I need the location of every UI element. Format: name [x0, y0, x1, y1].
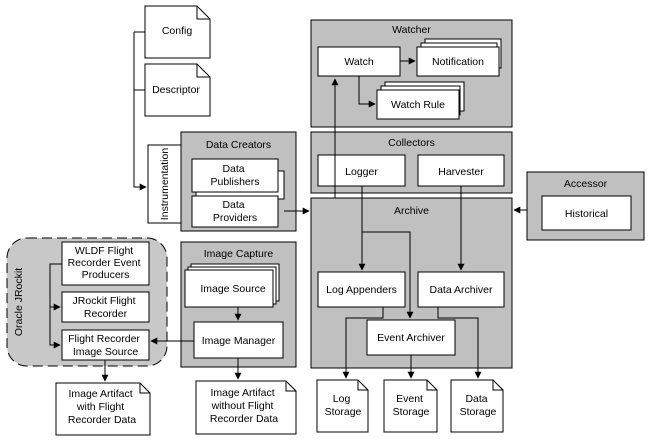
oracle-jrockit-title: Oracle JRockit — [13, 268, 25, 336]
watch-to-watch-rule-arrow — [358, 76, 376, 108]
data-creators-title: Data Creators — [206, 139, 271, 151]
jrockit-recorder-box: JRockit Flight Recorder — [61, 291, 150, 323]
data-providers-box: Data Providers — [191, 195, 279, 228]
wldf-producers-label: WLDF Flight Recorder Event Producers — [68, 245, 144, 281]
connectors — [49, 31, 527, 382]
event-archiver-box: Event Archiver — [366, 319, 456, 356]
data-publishers-box: Data Publishers — [191, 158, 285, 200]
instrumentation-label: Instrumentation — [159, 148, 171, 221]
instrumentation-box: Instrumentation — [147, 144, 182, 224]
watch-label: Watch — [344, 56, 374, 68]
fr-image-source-box: Flight Recorder Image Source — [61, 329, 150, 361]
config-label: Config — [162, 25, 193, 37]
descriptor-label: Descriptor — [152, 84, 200, 96]
log-appenders-label: Log Appenders — [326, 284, 397, 296]
fr-image-source-label: Flight Recorder Image Source — [68, 333, 143, 358]
accessor-title: Accessor — [564, 178, 608, 190]
log-appenders-box: Log Appenders — [317, 271, 406, 308]
image-artifact-with-document: Image Artifact with Flight Recorder Data — [55, 382, 151, 436]
historical-box: Historical — [541, 195, 632, 231]
log-storage-document: Log Storage — [316, 379, 369, 433]
data-publishers-label: Data Publishers — [210, 163, 259, 188]
log-storage-label: Log Storage — [325, 393, 362, 418]
watch-rule-label: Watch Rule — [391, 99, 445, 111]
jrockit-recorder-label: JRockit Flight Recorder — [73, 295, 139, 320]
harvester-box: Harvester — [417, 154, 505, 187]
data-storage-label: Data Storage — [460, 393, 497, 418]
image-manager-label: Image Manager — [202, 335, 276, 347]
image-source-box: Image Source — [184, 263, 280, 308]
image-artifact-without-label: Image Artifact without Flight Recorder D… — [210, 387, 278, 425]
image-artifact-without-document: Image Artifact without Flight Recorder D… — [195, 380, 297, 435]
data-archiver-box: Data Archiver — [417, 271, 505, 308]
collectors-title: Collectors — [388, 137, 435, 149]
config-to-instrumentation-arrow — [133, 32, 147, 191]
image-artifact-with-label: Image Artifact with Flight Recorder Data — [68, 388, 136, 426]
logger-label: Logger — [345, 166, 378, 178]
data-archiver-label: Data Archiver — [429, 284, 493, 296]
image-capture-title: Image Capture — [204, 248, 274, 260]
descriptor-document: Descriptor — [144, 63, 211, 117]
logger-to-event-archiver-arrow — [362, 231, 414, 319]
data-archiver-to-data-storage-arrow — [437, 307, 482, 379]
wldf-to-jrockit-arrow — [49, 263, 62, 311]
event-archiver-label: Event Archiver — [377, 332, 445, 344]
data-providers-label: Data Providers — [213, 199, 257, 224]
config-document: Config — [144, 5, 211, 59]
log-appenders-to-log-storage-arrow — [342, 307, 384, 379]
historical-label: Historical — [565, 208, 608, 220]
image-manager-box: Image Manager — [193, 321, 284, 359]
wldf-producers-box: WLDF Flight Recorder Event Producers — [61, 241, 150, 286]
watch-box: Watch — [317, 46, 401, 77]
notification-box: Notification — [416, 38, 502, 77]
notification-label: Notification — [432, 56, 484, 68]
watch-rule-box: Watch Rule — [376, 81, 465, 120]
event-storage-label: Event Storage — [393, 393, 430, 418]
jrockit-to-fr-image-source-arrow — [49, 307, 61, 349]
image-source-label: Image Source — [200, 283, 266, 295]
event-storage-document: Event Storage — [383, 379, 438, 433]
logger-box: Logger — [317, 154, 406, 187]
archive-title: Archive — [394, 205, 429, 217]
data-storage-document: Data Storage — [450, 379, 504, 433]
harvester-label: Harvester — [438, 166, 484, 178]
watcher-title: Watcher — [392, 24, 431, 36]
